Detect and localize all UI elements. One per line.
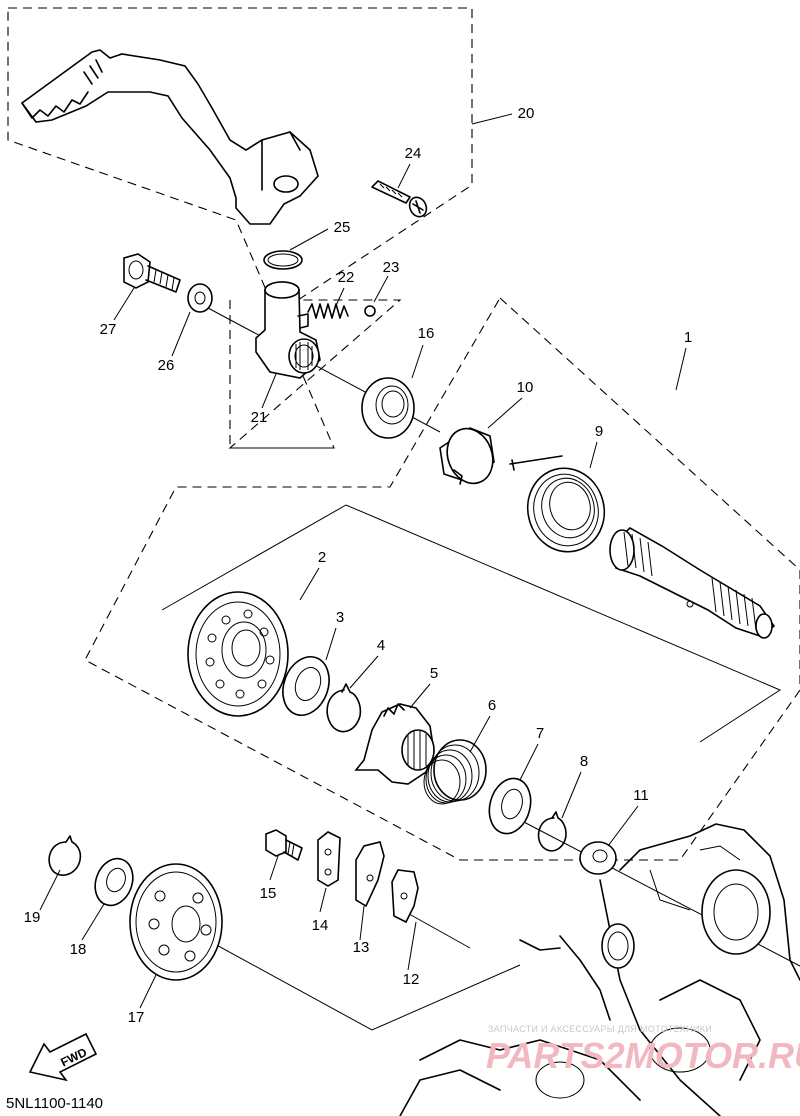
- callout-5: 5: [430, 665, 438, 682]
- callout-11: 11: [633, 787, 649, 804]
- circlip-8: [537, 811, 567, 852]
- callout-6: 6: [488, 697, 496, 714]
- callout-1: 1: [684, 329, 692, 346]
- washer-3: [282, 656, 330, 716]
- guide-13: [355, 841, 385, 908]
- axis-line-gear17: [179, 924, 521, 1031]
- callout-15: 15: [260, 885, 277, 902]
- oil-seal: [361, 377, 415, 439]
- kick-crank-lever: [20, 49, 319, 225]
- callout-4: 4: [377, 637, 385, 654]
- torsion-spring: [509, 455, 606, 553]
- callout-9: 9: [595, 423, 603, 440]
- callout-23: 23: [383, 259, 400, 276]
- kick-boss: [255, 281, 321, 379]
- callout-21: 21: [251, 409, 268, 426]
- fwd-arrow-icon: FWD: [28, 1032, 98, 1082]
- axis-line-plate: [401, 909, 471, 949]
- ratchet: [354, 703, 435, 785]
- callout-14: 14: [312, 917, 329, 934]
- washer-small: [187, 283, 213, 313]
- callout-2: 2: [318, 549, 326, 566]
- collar: [439, 427, 495, 485]
- ratchet-spring: [423, 739, 487, 805]
- callout-10: 10: [517, 379, 534, 396]
- guide-12: [391, 869, 419, 924]
- callout-8: 8: [580, 753, 588, 770]
- watermark-small: ЗАПЧАСТИ И АКСЕССУАРЫ ДЛЯ МОТОТЕХНИКИ: [488, 1024, 712, 1034]
- washer-18: [94, 857, 134, 907]
- circlip-19: [48, 835, 82, 876]
- circlip-4: [326, 683, 362, 733]
- ball: [364, 305, 376, 317]
- axis-outline-gear-plane: [161, 504, 782, 743]
- o-ring: [263, 250, 303, 270]
- plate-bolt: [265, 829, 303, 861]
- callout-19: 19: [24, 909, 41, 926]
- callout-16: 16: [418, 325, 435, 342]
- idle-gear: [129, 863, 223, 981]
- callout-25: 25: [334, 219, 351, 236]
- callout-24: 24: [405, 145, 422, 162]
- callout-3: 3: [336, 609, 344, 626]
- spring-small: [307, 303, 349, 319]
- callout-26: 26: [158, 357, 175, 374]
- group-outline-1: [84, 297, 800, 861]
- flange-bolt: [123, 253, 181, 293]
- washer-11: [579, 841, 617, 875]
- callout-12: 12: [403, 971, 420, 988]
- kick-gear: [187, 591, 289, 717]
- plate-14: [317, 831, 341, 887]
- kick-axle: [609, 527, 776, 639]
- callout-20: 20: [518, 105, 535, 122]
- watermark-big: PARTS2MOTOR.RU: [486, 1035, 800, 1076]
- callout-17: 17: [128, 1009, 145, 1026]
- callout-13: 13: [353, 939, 370, 956]
- callout-7: 7: [536, 725, 544, 742]
- group-outline-21: [229, 300, 334, 449]
- kick-crank-bolt: [371, 180, 428, 218]
- diagram-code: 5NL1100-1140: [6, 1095, 103, 1112]
- washer-7: [488, 777, 532, 835]
- callout-27: 27: [100, 321, 117, 338]
- leader-lines: [39, 113, 687, 1009]
- crankcase: [399, 823, 800, 1116]
- callout-18: 18: [70, 941, 87, 958]
- callout-22: 22: [338, 269, 355, 286]
